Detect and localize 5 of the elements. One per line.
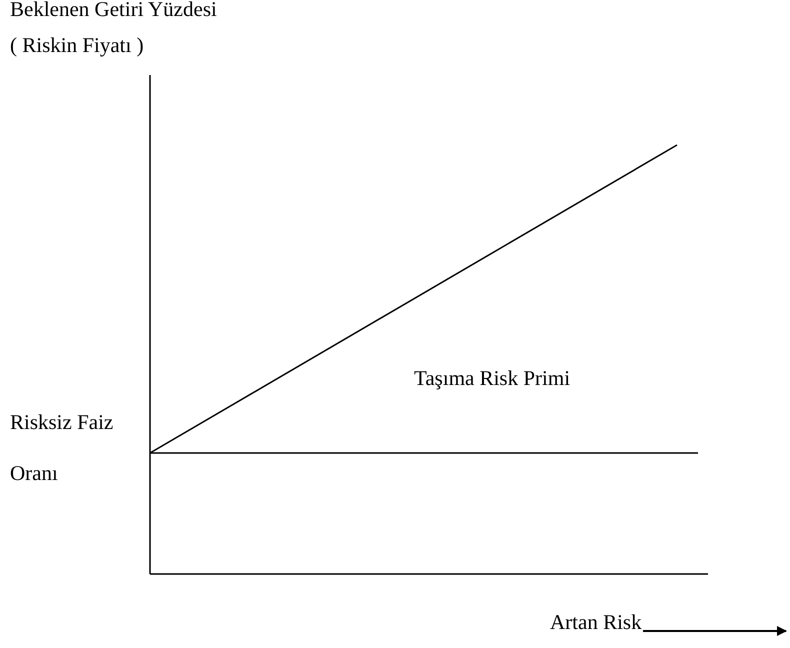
axis-subtitle: ( Riskin Fiyatı ) [10,33,144,57]
axis-label: Risksiz Faiz Oranı [10,409,114,487]
axis-label: Artan Risk [550,610,642,634]
axis-title: Beklenen Getiri Yüzdesi [10,0,217,21]
region-label: Taşıma Risk Primi [414,366,570,390]
